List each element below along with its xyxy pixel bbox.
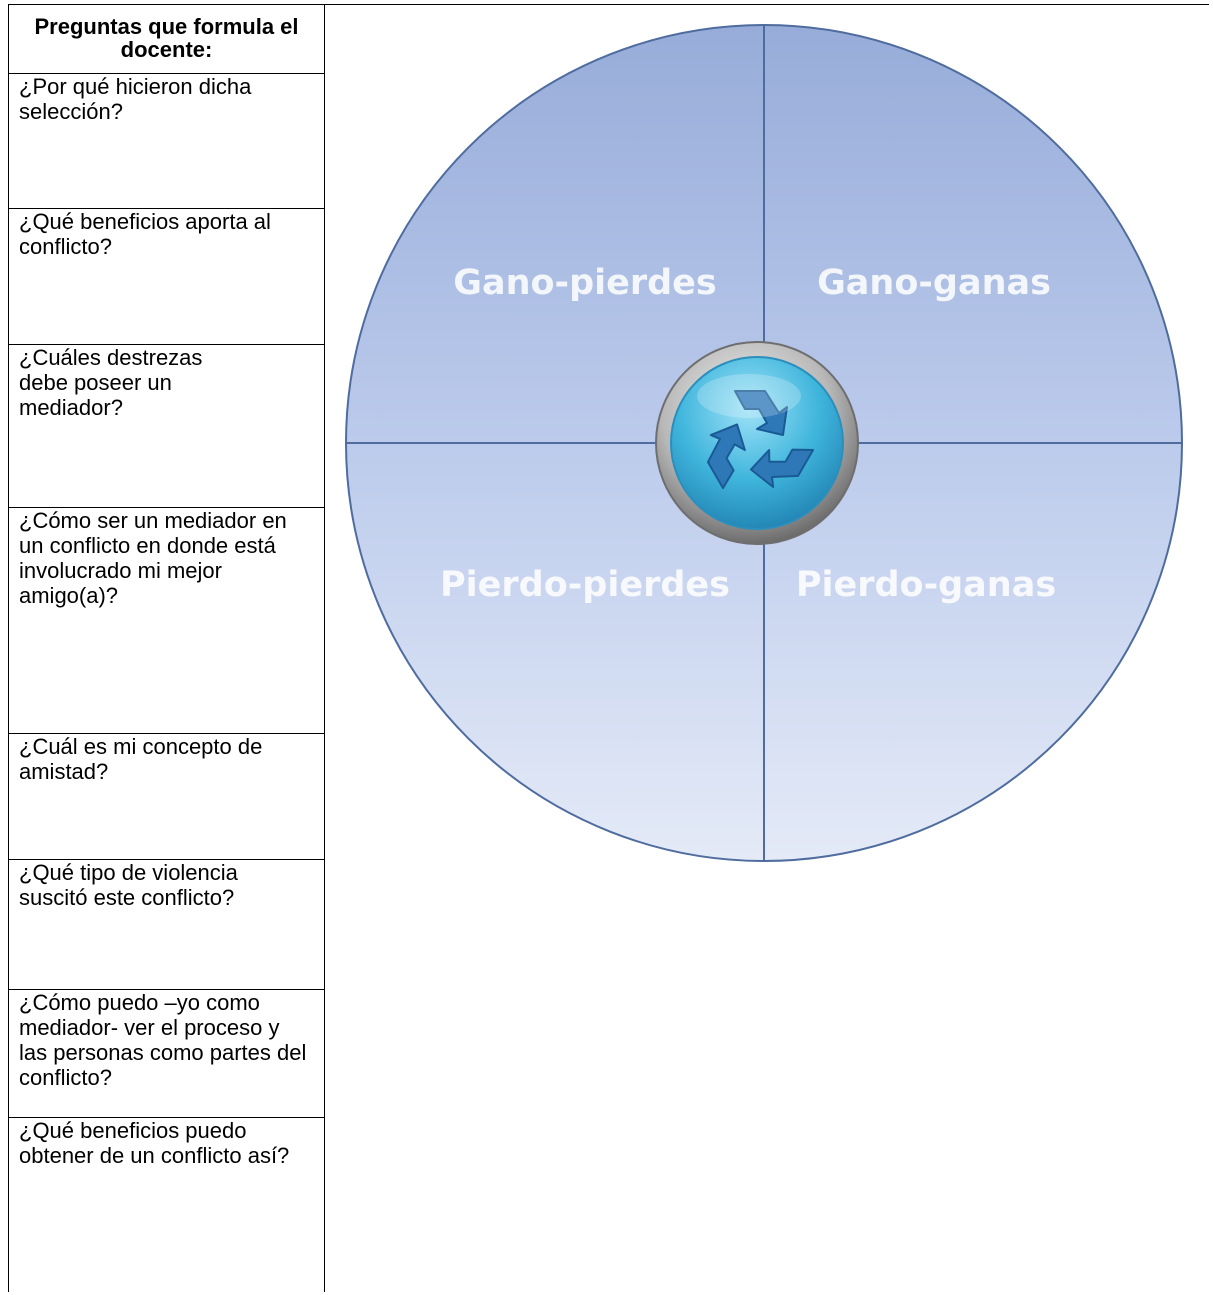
question-cell-6: ¿Qué tipo de violencia suscitó este conf… — [9, 859, 324, 989]
quadrant-label-gano-ganas: Gano-ganas — [817, 263, 1051, 303]
question-text: ¿Cómo puedo –yo como mediador- ver el pr… — [19, 990, 307, 1090]
question-text: ¿Qué beneficios puedo obtener de un conf… — [19, 1118, 290, 1168]
question-text: ¿Cómo ser un mediador en un conflicto en… — [19, 508, 287, 608]
question-cell-5: ¿Cuál es mi concepto de amistad? — [9, 733, 324, 859]
question-cell-3: ¿Cuáles destrezas debe poseer un mediado… — [9, 344, 324, 507]
question-text: ¿Cuáles destrezas debe poseer un mediado… — [19, 345, 203, 420]
questions-table: Preguntas que formula el docente: ¿Por q… — [8, 4, 325, 1292]
recycle-icon — [655, 341, 859, 545]
question-text: ¿Qué tipo de violencia suscitó este conf… — [19, 860, 238, 910]
question-cell-7: ¿Cómo puedo –yo como mediador- ver el pr… — [9, 989, 324, 1117]
quadrant-label-pierdo-ganas: Pierdo-ganas — [796, 565, 1056, 605]
question-text: ¿Por qué hicieron dicha selección? — [19, 74, 252, 124]
quadrant-label-gano-pierdes: Gano-pierdes — [453, 263, 717, 303]
question-text: ¿Cuál es mi concepto de amistad? — [19, 734, 263, 784]
conflict-outcomes-diagram: Gano-pierdes Gano-ganas Pierdo-pierdes P… — [345, 24, 1183, 862]
quadrant-label-pierdo-pierdes: Pierdo-pierdes — [440, 565, 730, 605]
question-text: ¿Qué beneficios aporta al conflicto? — [19, 209, 271, 259]
question-cell-1: ¿Por qué hicieron dicha selección? — [9, 73, 324, 208]
table-header: Preguntas que formula el docente: — [34, 14, 299, 62]
page-border-line — [325, 4, 1209, 5]
question-cell-2: ¿Qué beneficios aporta al conflicto? — [9, 208, 324, 344]
question-cell-8: ¿Qué beneficios puedo obtener de un conf… — [9, 1117, 324, 1293]
question-cell-4: ¿Cómo ser un mediador en un conflicto en… — [9, 507, 324, 733]
